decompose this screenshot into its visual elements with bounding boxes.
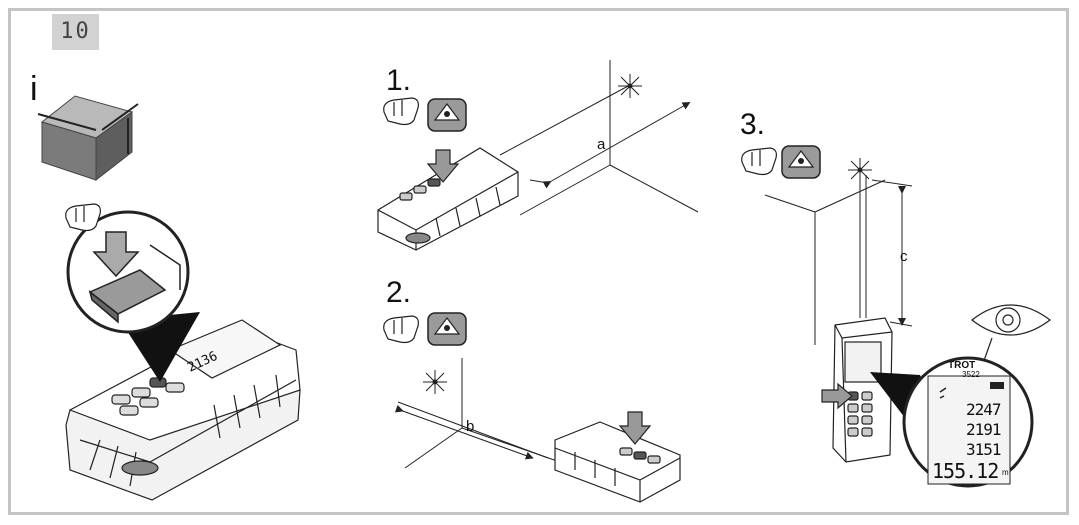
display-model: 3522 <box>962 370 980 379</box>
device-step2 <box>554 411 681 503</box>
device-large <box>65 319 301 501</box>
display-reading-2: 2191 <box>966 420 1002 439</box>
press-hand-icon-2 <box>383 315 419 344</box>
press-hand-icon-3 <box>741 147 777 176</box>
display-brand: TROT <box>948 360 976 371</box>
display-reading-total: 155.12 <box>932 459 999 483</box>
step-2-label: 2. <box>386 276 412 309</box>
room-lines-3 <box>764 175 913 345</box>
laser-point-2 <box>423 370 447 394</box>
laser-point-1 <box>618 74 642 98</box>
room-lines-1 <box>499 60 699 216</box>
measure-key-icon-2 <box>427 312 467 346</box>
measure-key-icon-1 <box>427 98 467 132</box>
display-reading-3: 3151 <box>966 440 1002 459</box>
eye-icon <box>971 304 1052 373</box>
measure-label-a: a <box>597 136 606 153</box>
measure-key-icon-3 <box>781 145 821 179</box>
measure-label-b: b <box>466 418 475 435</box>
press-hand-icon <box>65 203 101 232</box>
display-callout <box>902 356 1034 488</box>
display-reading-1: 2247 <box>966 400 1002 419</box>
info-icon: i <box>30 70 38 108</box>
volume-cube-icon <box>37 95 139 182</box>
room-lines-2 <box>394 358 561 469</box>
device-step1 <box>377 147 519 251</box>
step-3-label: 3. <box>740 108 766 141</box>
display-unit: m <box>1002 468 1009 477</box>
measure-label-c: c <box>900 248 908 265</box>
page-frame <box>8 8 1069 515</box>
page-number: 10 <box>52 14 99 50</box>
step-1-label: 1. <box>386 64 412 97</box>
press-hand-icon-1 <box>383 97 419 126</box>
zoom-callout-button <box>66 210 200 382</box>
laser-point-3 <box>848 158 872 182</box>
device-step3 <box>821 317 893 463</box>
